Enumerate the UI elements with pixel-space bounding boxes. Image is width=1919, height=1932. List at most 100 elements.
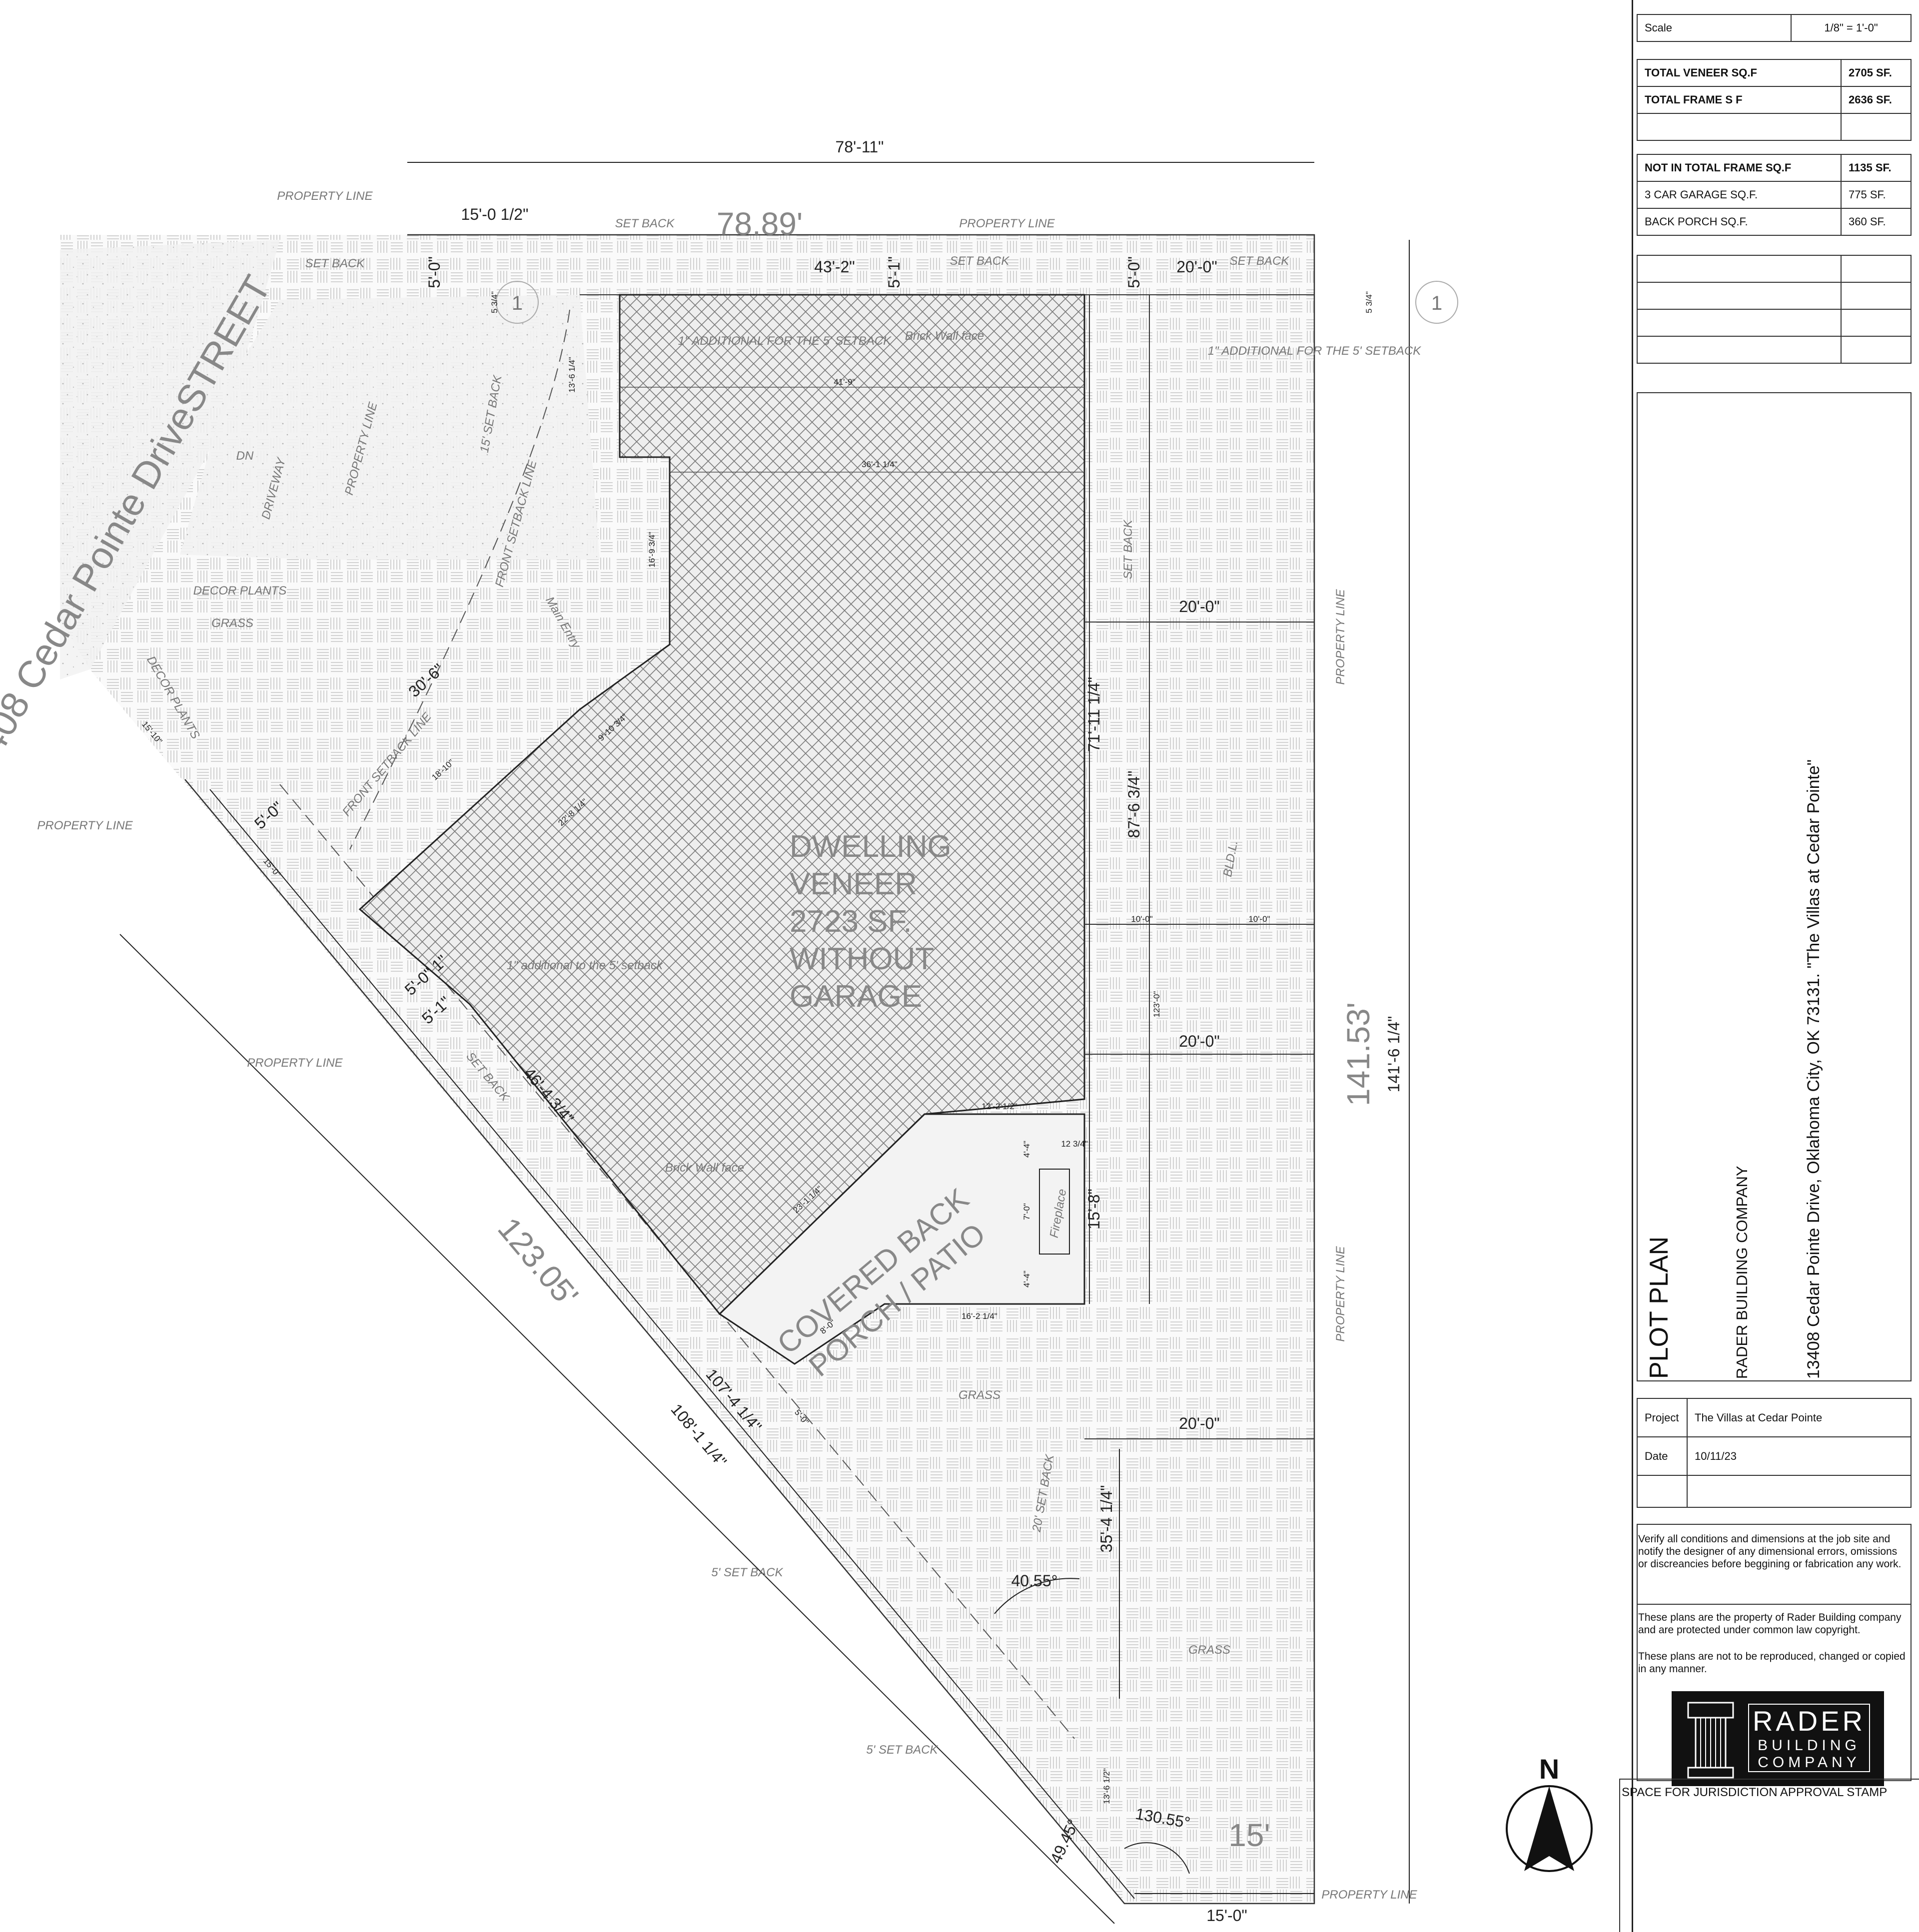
dwelling-label: DWELLING VENEER 2723 SF. WITHOUT GARAGE	[790, 829, 952, 1014]
column-icon	[1687, 1702, 1734, 1779]
angle-arc	[1124, 1842, 1190, 1874]
empty-cell	[1637, 282, 1842, 310]
empty-cell	[1637, 255, 1842, 283]
dim-35: 35'-4 1/4"	[1097, 1485, 1115, 1553]
empty-cell	[1841, 255, 1912, 283]
dim-20-a: 20'-0"	[1179, 598, 1220, 616]
empty-cell	[1637, 1475, 1688, 1508]
property-line-label: PROPERTY LINE	[959, 217, 1055, 230]
empty-cell	[1637, 113, 1842, 141]
not-frame-value: 1135 SF.	[1841, 154, 1912, 182]
date-value: 10/11/23	[1687, 1436, 1912, 1476]
grass-label: GRASS	[1188, 1643, 1230, 1657]
angle-40: 40.55°	[1011, 1572, 1058, 1590]
empty-cell	[1841, 336, 1912, 364]
dim-12-3: 12 3/4"	[1061, 1139, 1087, 1149]
additional-note: 1" ADDITIONAL FOR THE 5' SETBACK	[1208, 344, 1422, 358]
property-line-label: PROPERTY LINE	[277, 189, 373, 203]
property-top-length: 78.89'	[717, 206, 803, 242]
brick-wall-label: Brick Wall face	[665, 1161, 744, 1175]
setback-label: SET BACK	[615, 217, 675, 230]
dim-5-34-b: 5 3/4"	[1364, 291, 1374, 313]
scale-label: Scale	[1637, 14, 1792, 42]
brick-wall-label: Brick Wall face	[905, 329, 984, 343]
empty-cell	[1637, 336, 1842, 364]
garage-label: 3 CAR GARAGE SQ.F.	[1637, 181, 1842, 209]
stamp-box	[1619, 1779, 1919, 1932]
grid-bubble	[1415, 281, 1458, 324]
dim-10-a: 10'-0"	[1131, 914, 1152, 924]
angle-arc	[994, 1578, 1080, 1614]
svg-text:VENEER: VENEER	[790, 867, 917, 901]
dim-7-0: 7'-0"	[1022, 1203, 1031, 1220]
dim-15-bottom: 15'-0"	[1206, 1907, 1247, 1925]
property-bottom-length: 15'	[1228, 1817, 1270, 1853]
property-line-label: PROPERTY LINE	[247, 1056, 343, 1070]
company-name: RADER BUILDING COMPANY	[1733, 1166, 1751, 1379]
dim-4-4a: 4'-4"	[1022, 1141, 1031, 1158]
property-right-length: 141.53'	[1340, 1002, 1376, 1106]
svg-text:2723 SF.: 2723 SF.	[790, 904, 912, 939]
dim-5-0-left: 5'-0"	[425, 256, 443, 288]
dim-5-34-a: 5 3/4"	[490, 291, 499, 313]
dim-5-0-top: 5'-0"	[1125, 256, 1143, 288]
property-line	[184, 234, 1315, 1905]
stamp-label: SPACE FOR JURISDICTION APPROVAL STAMP	[1622, 1786, 1888, 1799]
dim-line-diag	[119, 934, 1115, 1924]
svg-text:DWELLING: DWELLING	[790, 829, 952, 864]
project-value: The Villas at Cedar Pointe	[1687, 1398, 1912, 1437]
dim-20-c: 20'-0"	[1179, 1414, 1220, 1432]
verify-note: Verify all conditions and dimensions at …	[1638, 1533, 1902, 1570]
driveway-area	[180, 295, 600, 560]
grid-bubble	[496, 281, 539, 324]
dwelling-footprint	[358, 294, 1085, 1315]
dim-13-6: 13'-6 1/4"	[567, 357, 577, 393]
grass-label: GRASS	[211, 617, 253, 630]
dim-71: 71'-11 1/4"	[1085, 677, 1103, 752]
setback-label: SET BACK	[1121, 520, 1135, 580]
fireplace-box	[1039, 1169, 1070, 1255]
project-address: 13408 Cedar Pointe Drive, Oklahoma City,…	[1804, 759, 1823, 1379]
scale-value: 1/8" = 1'-0"	[1791, 14, 1912, 42]
reproduce-note: These plans are not to be reproduced, ch…	[1638, 1651, 1906, 1675]
property-line-label: PROPERTY LINE	[1334, 589, 1347, 684]
property-line-label: PROPERTY LINE	[37, 819, 133, 832]
veneer-value: 2705 SF.	[1841, 59, 1912, 87]
property-note: These plans are the property of Rader Bu…	[1638, 1612, 1902, 1636]
site-plan-drawing: 1 1 78.89' 141.53' 123.05' 15' 13408 Ced…	[0, 138, 1593, 1925]
decor-label: DECOR PLANTS	[193, 584, 287, 598]
frame-value: 2636 SF.	[1841, 86, 1912, 114]
grid-bubble-label: 1	[512, 292, 523, 314]
dim-36-1: 36'-1 1/4"	[862, 460, 898, 469]
dim-16-9: 16'-9 3/4"	[647, 532, 657, 568]
north-arrow: N	[1506, 1753, 1593, 1872]
svg-text:WITHOUT: WITHOUT	[790, 942, 934, 976]
dim-12-2: 12'-2 1/2"	[981, 1102, 1017, 1111]
empty-cell	[1687, 1475, 1912, 1508]
dim-41-9: 41'-9"	[834, 377, 855, 387]
north-label: N	[1539, 1753, 1559, 1785]
not-frame-label: NOT IN TOTAL FRAME SQ.F	[1637, 154, 1842, 182]
dim-43-2: 43'-2"	[814, 258, 855, 276]
porch-footprint	[718, 1113, 1085, 1365]
company-logo: RADER BUILDING COMPANY	[1672, 1691, 1884, 1786]
empty-cell	[1637, 309, 1842, 337]
additional-note: 1" additional to the 5' setback	[507, 959, 664, 972]
setback-label: SET BACK	[305, 257, 365, 270]
title-block	[1632, 0, 1919, 1932]
property-line-label: PROPERTY LINE	[1334, 1246, 1347, 1341]
dim-13-6b: 13'-6 1/2"	[1102, 1768, 1111, 1804]
sheet-title: PLOT PLAN	[1645, 1236, 1674, 1379]
setback-label: SET BACK	[950, 254, 1010, 268]
dim-20-top: 20'-0"	[1176, 258, 1217, 276]
notes-divider	[1637, 1604, 1912, 1605]
date-label: Date	[1637, 1436, 1688, 1476]
dim-4-4b: 4'-4"	[1022, 1271, 1031, 1288]
dim-20-b: 20'-0"	[1179, 1032, 1220, 1050]
dim-15-half: 15'-0 1/2"	[461, 205, 529, 223]
dim-10-b: 10'-0"	[1248, 914, 1270, 924]
